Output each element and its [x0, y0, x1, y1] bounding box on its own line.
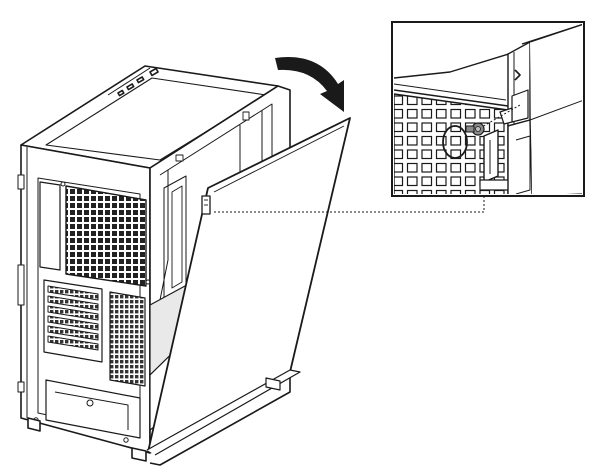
io-port	[117, 89, 125, 97]
highlight-circle	[442, 125, 468, 159]
case-screw	[60, 181, 66, 187]
io-port	[136, 76, 145, 84]
slot-cover	[47, 305, 99, 321]
slot-cover	[47, 335, 99, 351]
io-port	[126, 83, 135, 91]
inset-vent-panel	[394, 93, 509, 194]
case-foot	[131, 447, 147, 462]
slot-cover	[47, 315, 99, 331]
detail-inset	[391, 21, 585, 197]
case-foot	[265, 377, 281, 391]
io-port	[149, 67, 159, 77]
inset-slot-channel	[483, 129, 499, 183]
callout-leader-line	[214, 196, 485, 213]
slot-cover	[47, 295, 99, 311]
thumbscrew-icon	[465, 122, 485, 136]
side-glass-panel	[146, 117, 351, 456]
rear-fan-grille	[65, 185, 147, 287]
case-foot	[27, 417, 41, 432]
case-screw	[123, 437, 129, 443]
psu-vent	[109, 291, 146, 387]
slot-cover	[47, 285, 99, 301]
slot-cover	[47, 325, 99, 341]
curved-arrow-icon	[275, 57, 344, 112]
chevron-right-icon	[514, 69, 521, 81]
io-shield-cutout	[39, 181, 61, 271]
